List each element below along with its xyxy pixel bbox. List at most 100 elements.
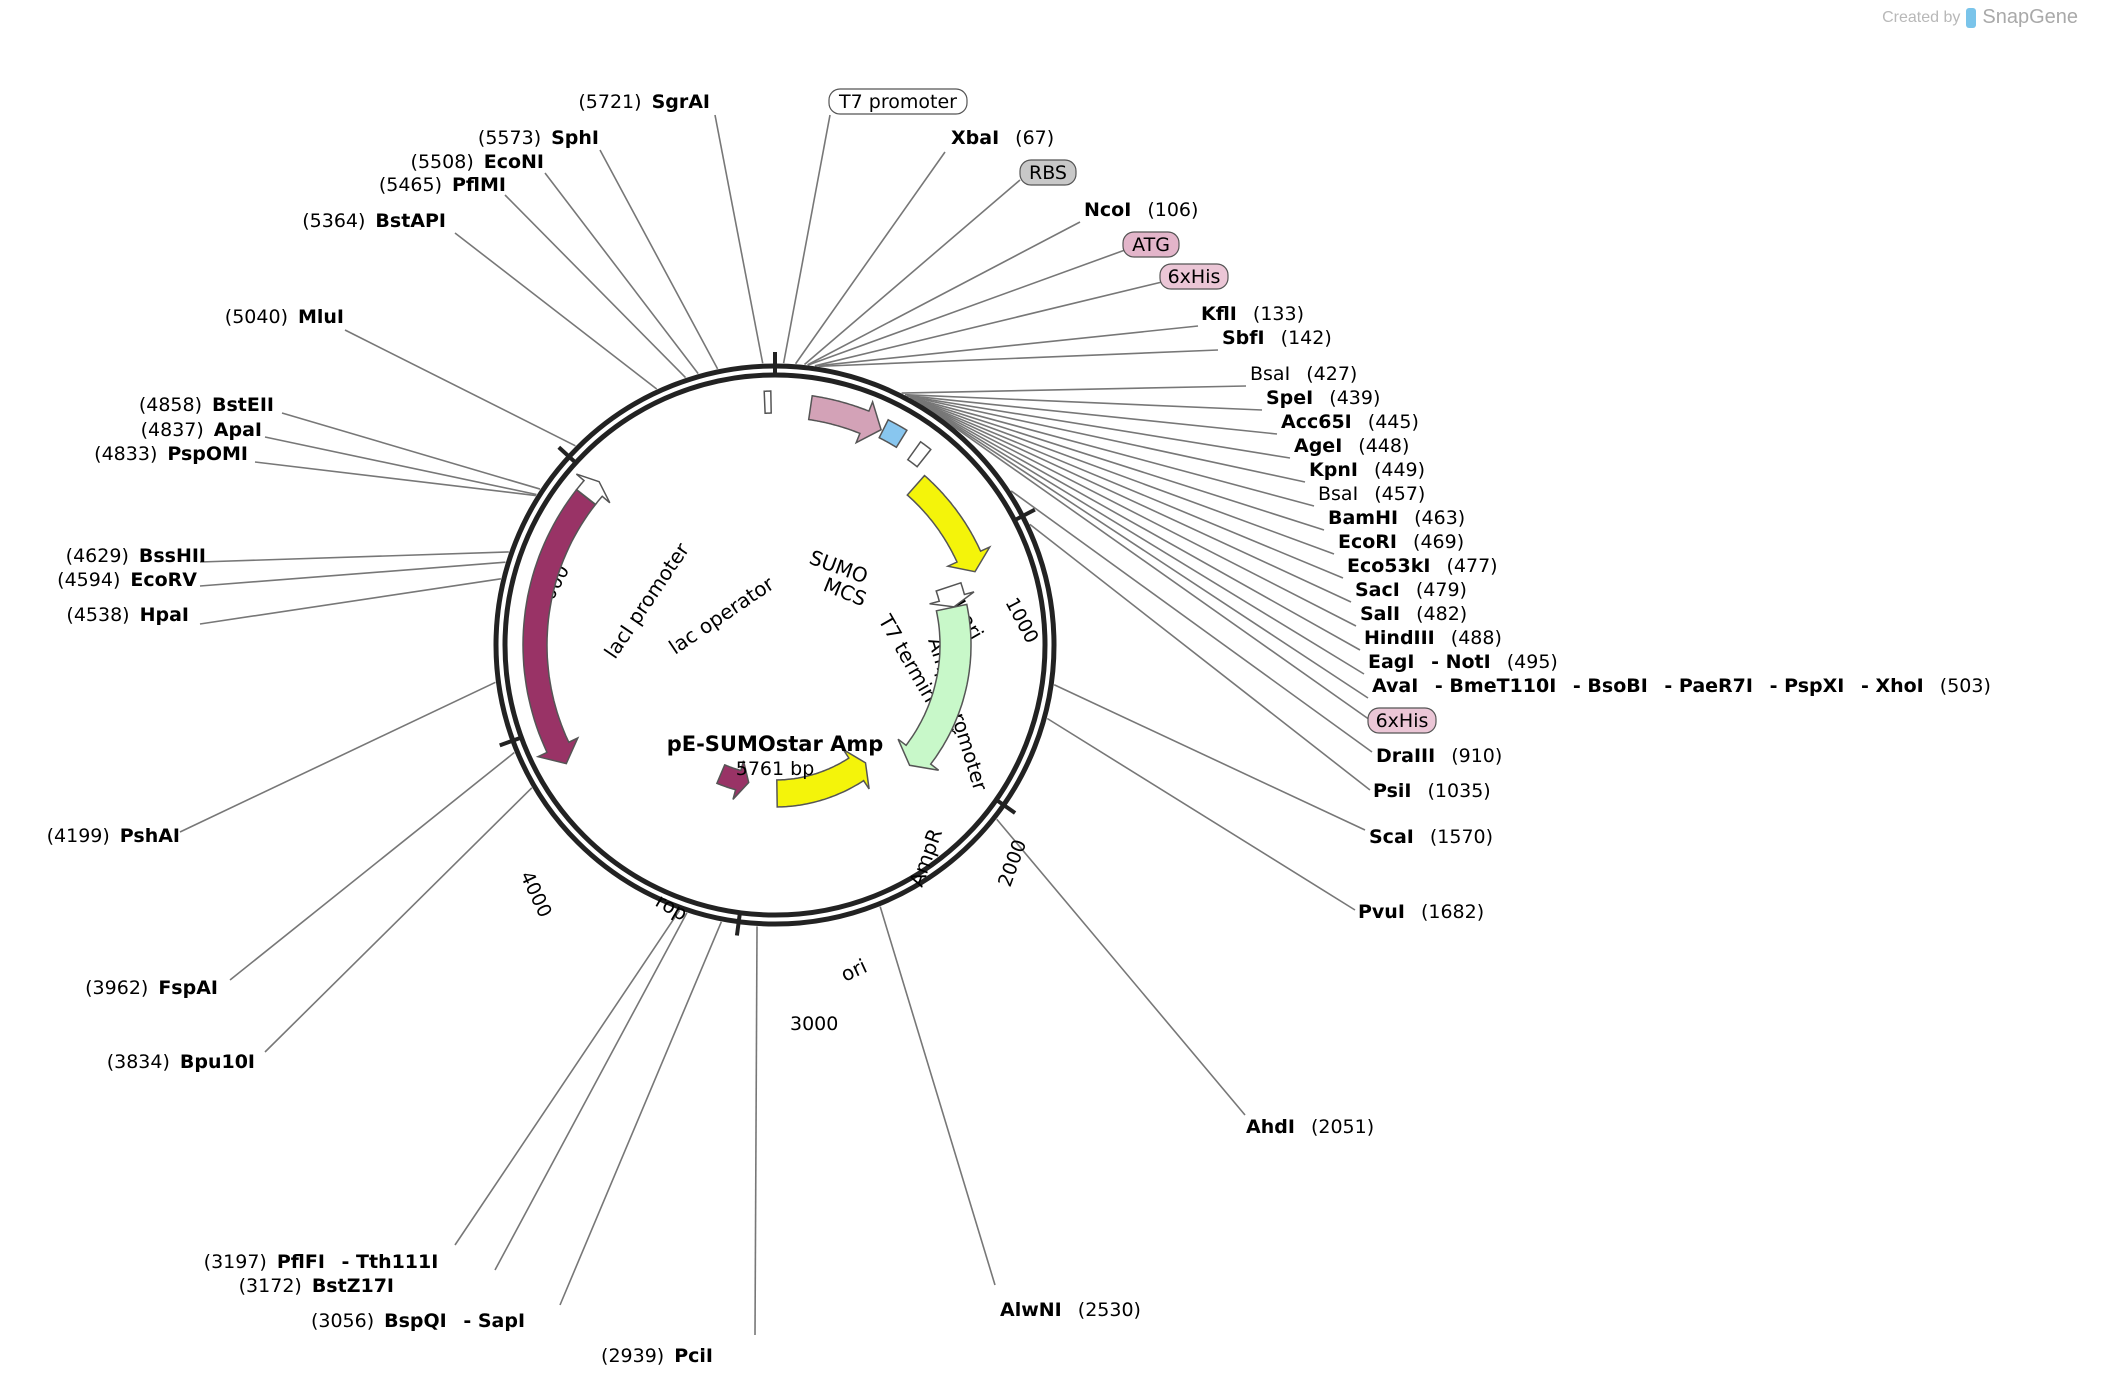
site-position: (4199) [47, 825, 110, 847]
feature-lac-operator[interactable] [763, 390, 772, 414]
site-pspomi[interactable]: (4833)PspOMI [94, 443, 248, 465]
site-name: PciI [674, 1345, 713, 1367]
site-econi[interactable]: (5508)EcoNI [411, 151, 544, 173]
site-leader-line [912, 398, 1335, 555]
site-name: (445) [1362, 411, 1419, 433]
tick-mark [557, 445, 579, 466]
site-bsai[interactable]: BsaI (457) [1318, 483, 1425, 505]
site-agei[interactable]: AgeI (448) [1294, 435, 1409, 457]
site-position: (5508) [411, 151, 474, 173]
site-psii[interactable]: PsiI (1035) [1373, 780, 1491, 802]
site-pflfi[interactable]: (3197)PflFI - Tth111I [204, 1251, 439, 1273]
feature-rop[interactable] [715, 760, 750, 800]
feature-t7-terminator[interactable] [906, 440, 932, 468]
site-spei[interactable]: SpeI (439) [1266, 387, 1380, 409]
site-kfli[interactable]: KflI (133) [1201, 303, 1304, 325]
site-leader-line [914, 399, 1344, 579]
site-pcii[interactable]: (2939)PciI [601, 1345, 713, 1367]
site-ecori[interactable]: EcoRI (469) [1338, 531, 1464, 553]
site-name: - BsoBI [1566, 675, 1648, 697]
site-leader-line [344, 329, 576, 447]
site-name: BsaI [1250, 363, 1290, 385]
site-mlui[interactable]: (5040)MluI [225, 306, 344, 328]
site-leader-line [807, 221, 1081, 366]
site-name: (488) [1445, 627, 1502, 649]
site-ahdi[interactable]: AhdI (2051) [1246, 1116, 1374, 1138]
site-leader-line [559, 921, 723, 1306]
site-position: (5040) [225, 306, 288, 328]
tag-t7-promoter[interactable] [828, 88, 968, 115]
site-bamhi[interactable]: BamHI (463) [1328, 507, 1465, 529]
feature-mcs[interactable] [878, 418, 908, 449]
site-name: (449) [1368, 459, 1425, 481]
site-saci[interactable]: SacI (479) [1355, 579, 1467, 601]
site-leader-line [919, 402, 1365, 675]
site-leader-lines [179, 114, 1373, 1336]
site-leader-line [714, 114, 764, 364]
site-bpu10i[interactable]: (3834)Bpu10I [107, 1051, 255, 1073]
site-alwni[interactable]: AlwNI (2530) [1000, 1299, 1141, 1321]
site-name: BamHI [1328, 507, 1398, 529]
feature-ori[interactable] [776, 749, 870, 808]
site-hindiii[interactable]: HindIII (488) [1364, 627, 1502, 649]
site-name: AgeI [1294, 435, 1342, 457]
tick-mark [499, 734, 524, 748]
site-fspai[interactable]: (3962)FspAI [85, 977, 218, 999]
site-ecorv[interactable]: (4594)EcoRV [57, 569, 197, 591]
site-sgrai[interactable]: (5721)SgrAI [578, 91, 710, 113]
site-apai[interactable]: (4837)ApaI [141, 419, 262, 441]
feature-ampr[interactable] [897, 603, 972, 771]
site-xbai[interactable]: XbaI (67) [951, 127, 1054, 149]
site-position: (4538) [66, 604, 129, 626]
feature-ampr-promoter[interactable] [929, 581, 975, 608]
site-pflmi[interactable]: (5465)PflMI [379, 174, 506, 196]
feature-label-ori: ori [837, 954, 871, 987]
site-eagi[interactable]: EagI - NotI (495) [1368, 651, 1558, 673]
site-avai[interactable]: AvaI - BmeT110I - BsoBI - PaeR7I - PspXI… [1372, 675, 1991, 697]
site-name: ScaI [1369, 826, 1414, 848]
site-acc65i[interactable]: Acc65I (445) [1281, 411, 1419, 433]
site-eco53ki[interactable]: Eco53kI (477) [1347, 555, 1498, 577]
site-name: AlwNI [1000, 1299, 1062, 1321]
site-bspqi[interactable]: (3056)BspQI - SapI [311, 1310, 525, 1332]
feature-f1-ori[interactable] [906, 474, 992, 573]
site-pshai[interactable]: (4199)PshAI [47, 825, 180, 847]
feature-laci[interactable] [522, 488, 597, 765]
site-kpni[interactable]: KpnI (449) [1309, 459, 1425, 481]
site-leader-line [916, 400, 1357, 627]
tag-6xhis[interactable] [1159, 263, 1229, 290]
site-bstapi[interactable]: (5364)BstAPI [302, 210, 446, 232]
site-bsteii[interactable]: (4858)BstEII [139, 394, 274, 416]
site-sphi[interactable]: (5573)SphI [478, 127, 599, 149]
site-scai[interactable]: ScaI (1570) [1369, 826, 1493, 848]
tick-mark [1011, 507, 1036, 523]
site-bsai[interactable]: BsaI (427) [1250, 363, 1357, 385]
site-name: (1682) [1415, 901, 1484, 923]
site-bstz17i[interactable]: (3172)BstZ17I [239, 1275, 394, 1297]
site-leader-line [179, 681, 496, 833]
tag-6xhis[interactable] [1367, 707, 1437, 734]
site-name: XbaI [951, 127, 999, 149]
tag-atg[interactable] [1122, 231, 1180, 258]
site-name: - Tth111I [335, 1251, 438, 1273]
site-bsshii[interactable]: (4629)BssHII [66, 545, 206, 567]
site-name: Eco53kI [1347, 555, 1430, 577]
site-sbfi[interactable]: SbfI (142) [1222, 327, 1332, 349]
site-sali[interactable]: SalI (482) [1360, 603, 1467, 625]
site-name: - PaeR7I [1658, 675, 1753, 697]
site-name: SbfI [1222, 327, 1265, 349]
plasmid-name: pE-SUMOstar Amp [667, 732, 884, 756]
site-name: (495) [1501, 651, 1558, 673]
site-draiii[interactable]: DraIII (910) [1376, 745, 1502, 767]
site-leader-line [907, 395, 1291, 459]
snapgene-credit[interactable]: Created by SnapGene [1882, 6, 2078, 29]
site-ncoi[interactable]: NcoI (106) [1084, 199, 1198, 221]
feature-laci-promoter[interactable] [575, 473, 611, 506]
site-pvui[interactable]: PvuI (1682) [1358, 901, 1484, 923]
tag-label: 6xHis [1168, 266, 1221, 288]
feature-sumo[interactable] [807, 394, 882, 445]
site-position: (5721) [578, 91, 641, 113]
tag-rbs[interactable] [1019, 159, 1077, 186]
site-name: EagI [1368, 651, 1414, 673]
site-hpai[interactable]: (4538)HpaI [66, 604, 189, 626]
